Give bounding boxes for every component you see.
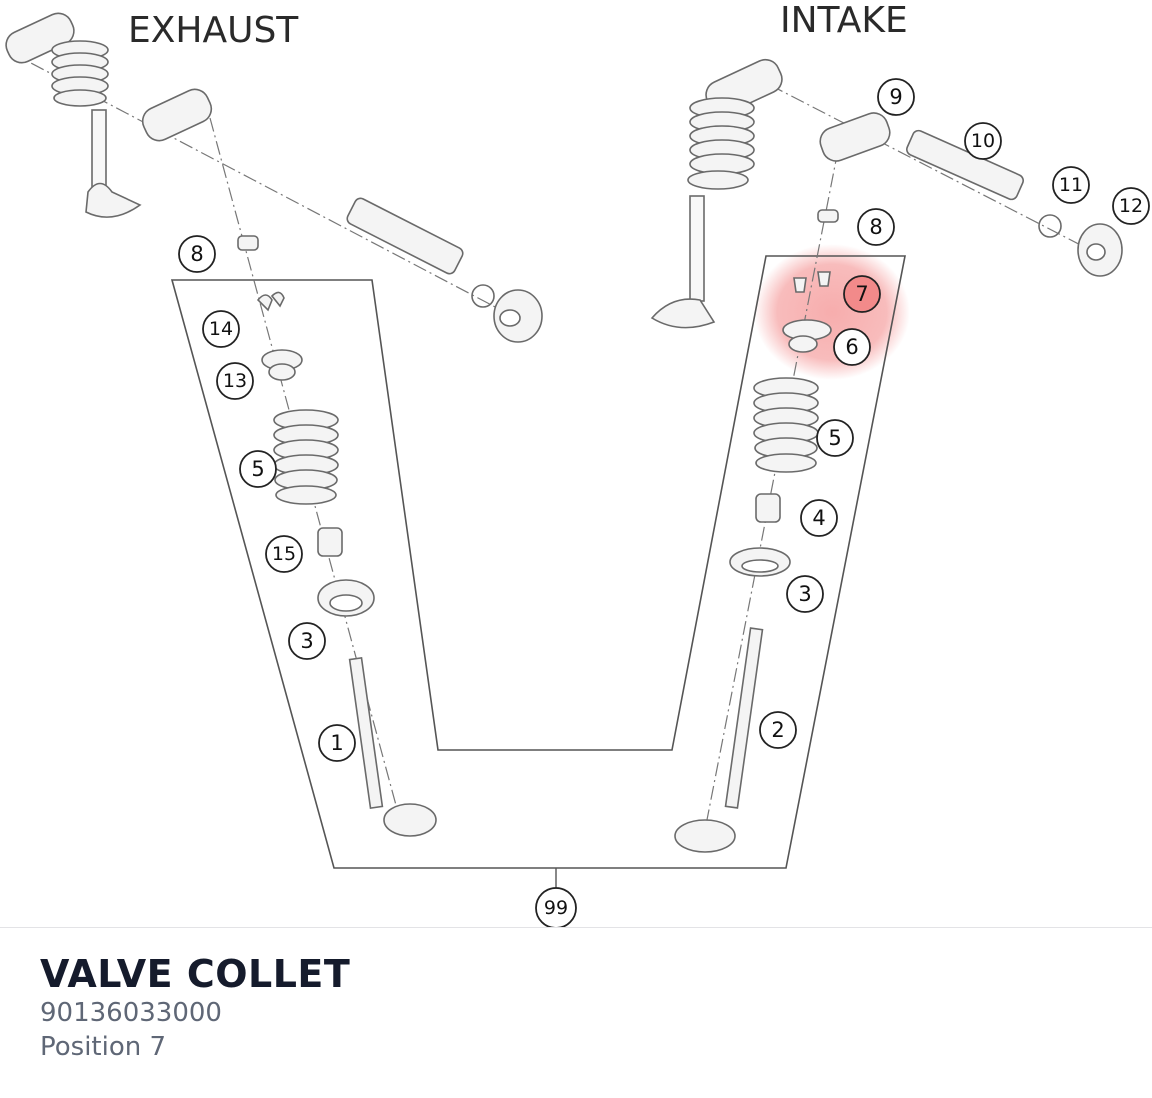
callout-3-exhaust[interactable]: 3	[300, 629, 313, 653]
callout-2[interactable]: 2	[771, 718, 784, 742]
callout-circles	[178, 78, 1150, 928]
section-divider	[0, 927, 1152, 928]
callout-13[interactable]: 13	[223, 370, 247, 392]
callout-6[interactable]: 6	[845, 335, 858, 359]
exhaust-label: EXHAUST	[128, 10, 299, 51]
valve-train-exploded-diagram: EXHAUST INTAKE	[5, 0, 1150, 928]
callout-14[interactable]: 14	[209, 318, 233, 340]
callout-15[interactable]: 15	[272, 543, 296, 565]
part-name: VALVE COLLET	[40, 952, 351, 996]
intake-valve-components	[674, 209, 839, 853]
callout-9[interactable]: 9	[889, 85, 902, 109]
callout-4[interactable]: 4	[812, 506, 825, 530]
callout-11[interactable]: 11	[1059, 174, 1083, 196]
intake-label: INTAKE	[780, 0, 908, 41]
callout-8-exhaust[interactable]: 8	[190, 242, 203, 266]
selection-highlight	[754, 244, 910, 380]
part-info-panel: VALVE COLLET 90136033000 Position 7	[40, 952, 350, 1064]
exhaust-rocker-assembly	[5, 12, 543, 343]
callout-99[interactable]: 99	[544, 897, 568, 919]
intake-rocker-assembly	[650, 58, 1123, 329]
callout-10[interactable]: 10	[971, 130, 995, 152]
callout-5-exhaust[interactable]: 5	[251, 457, 264, 481]
callout-1[interactable]: 1	[330, 731, 343, 755]
assembly-group-outline	[170, 255, 906, 869]
callout-8-intake[interactable]: 8	[869, 215, 882, 239]
callout-5-intake[interactable]: 5	[828, 426, 841, 450]
valve-axis-lines	[9, 51, 1101, 831]
valve-collet-part	[793, 277, 807, 293]
part-number: 90136033000	[40, 998, 222, 1028]
exhaust-valve-components	[237, 235, 437, 837]
callout-3-intake[interactable]: 3	[798, 582, 811, 606]
callout-12[interactable]: 12	[1119, 195, 1143, 217]
callout-7[interactable]: 7	[855, 282, 868, 306]
part-position: Position 7	[40, 1032, 167, 1062]
